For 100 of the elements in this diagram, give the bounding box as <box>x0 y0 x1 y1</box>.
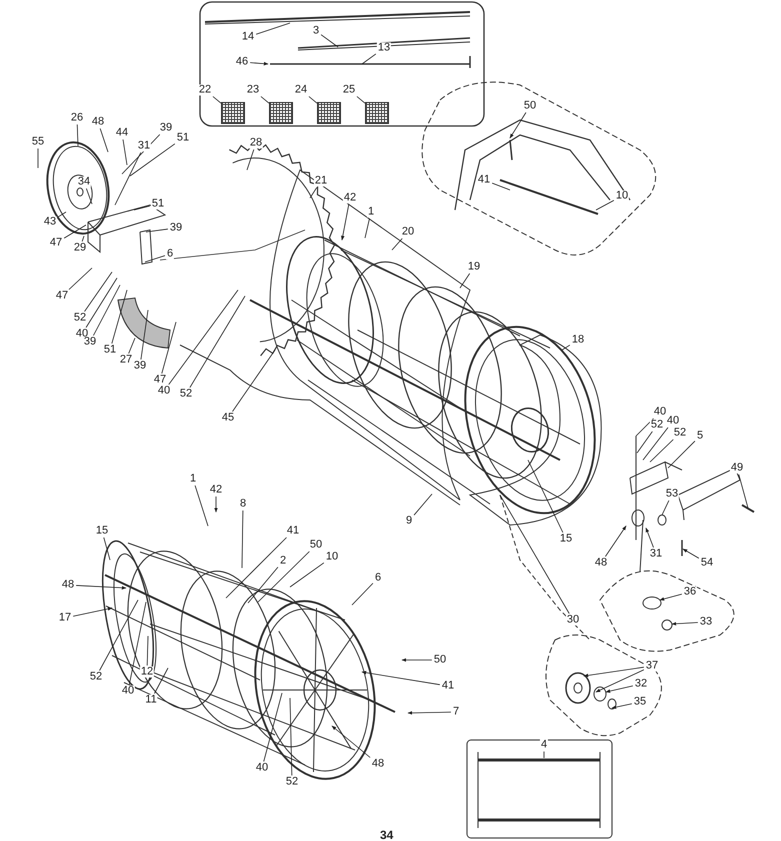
leader-line <box>86 188 92 204</box>
leader-line <box>214 496 218 513</box>
callout-number: 2 <box>278 556 288 566</box>
leader-line <box>68 268 92 290</box>
callout-number: 34 <box>76 176 92 188</box>
callout-number: 42 <box>208 484 224 496</box>
leader-line <box>190 296 246 388</box>
callout-number: 48 <box>90 116 106 128</box>
callout-number: 52 <box>178 388 194 400</box>
leader-line <box>460 273 470 288</box>
leader-line <box>140 310 148 360</box>
leader-line <box>662 500 670 516</box>
callout-number: 32 <box>634 678 648 690</box>
leader-line <box>361 670 440 686</box>
callout-number: 20 <box>400 226 416 238</box>
page-number: 34 <box>380 828 394 841</box>
leader-line <box>128 338 136 354</box>
callout-number: 6 <box>166 248 174 260</box>
leader-line <box>738 474 748 508</box>
callout-number: 33 <box>698 616 714 628</box>
leader-line <box>93 284 120 336</box>
leader-line <box>76 585 127 590</box>
leader-line <box>248 566 278 604</box>
callout-number: 28 <box>248 138 264 148</box>
callout-number: 55 <box>30 136 46 148</box>
callout-number: 35 <box>632 696 648 708</box>
callout-number: 43 <box>42 216 58 228</box>
leader-line <box>310 187 318 198</box>
callout-number: 12 <box>140 666 154 678</box>
callout-number: 10 <box>614 190 630 202</box>
leader-line <box>146 228 168 232</box>
leader-line <box>290 698 292 776</box>
leader-line <box>492 182 510 190</box>
callout-number: 52 <box>72 312 88 324</box>
callout-number: 47 <box>48 238 64 248</box>
callout-number: 48 <box>60 580 76 590</box>
leader-line <box>122 139 128 166</box>
leader-line <box>668 440 696 468</box>
leader-line <box>114 152 142 206</box>
callout-number: 6 <box>374 572 382 584</box>
callout-number: 42 <box>342 192 358 204</box>
leader-line <box>414 494 432 516</box>
callout-number: 15 <box>558 534 574 544</box>
leader-line <box>401 658 432 662</box>
callout-number: 15 <box>94 526 110 536</box>
leader-line <box>64 224 86 239</box>
leader-line <box>341 204 350 241</box>
callout-number: 52 <box>650 420 664 430</box>
leader-line <box>263 692 282 762</box>
callout-number: 13 <box>376 42 392 54</box>
leader-line <box>596 200 614 210</box>
leader-line <box>58 212 66 218</box>
leader-line <box>356 96 366 104</box>
callout-number: 41 <box>476 174 492 186</box>
leader-line <box>146 636 148 666</box>
leader-line <box>636 418 654 436</box>
leader-line <box>671 622 698 626</box>
leader-line <box>407 711 452 715</box>
leader-line <box>256 22 290 35</box>
leader-line <box>659 594 682 601</box>
callout-number: 1 <box>188 474 198 484</box>
callout-number: 19 <box>466 262 482 272</box>
callout-number: 7 <box>452 706 460 718</box>
leader-line <box>82 236 84 242</box>
callout-number: 29 <box>72 242 88 254</box>
callout-number: 50 <box>522 100 538 112</box>
leader-line <box>76 124 78 146</box>
callout-number: 52 <box>88 672 104 682</box>
callout-number: 5 <box>696 430 704 442</box>
leader-line <box>86 278 118 328</box>
leader-line <box>510 112 526 138</box>
leader-line <box>646 527 654 548</box>
leader-line <box>122 134 160 174</box>
leader-line <box>242 510 244 568</box>
callout-number: 53 <box>664 488 680 500</box>
callout-number: 25 <box>342 84 356 96</box>
callout-number: 50 <box>308 540 324 550</box>
callout-number: 31 <box>136 140 152 152</box>
callout-number: 47 <box>152 374 168 386</box>
leader-line <box>611 703 632 709</box>
callout-number: 31 <box>648 548 664 560</box>
leader-line <box>260 96 270 104</box>
leader-line <box>161 322 176 374</box>
leader-line <box>232 350 276 412</box>
leader-line <box>595 669 644 692</box>
callout-number: 39 <box>132 360 148 372</box>
leader-line <box>250 62 269 66</box>
leader-line <box>364 218 370 238</box>
callout-number: 23 <box>246 84 260 96</box>
leader-line <box>332 726 371 758</box>
callout-number: 41 <box>286 526 300 536</box>
callout-number: 40 <box>254 762 270 774</box>
callout-number: 49 <box>730 462 744 474</box>
leader-line <box>642 427 668 460</box>
leader-line <box>144 255 166 262</box>
callout-number: 27 <box>118 354 134 366</box>
leader-line <box>583 666 644 678</box>
leader-line <box>84 272 112 312</box>
callout-number: 9 <box>404 516 414 526</box>
leader-line <box>308 96 318 104</box>
